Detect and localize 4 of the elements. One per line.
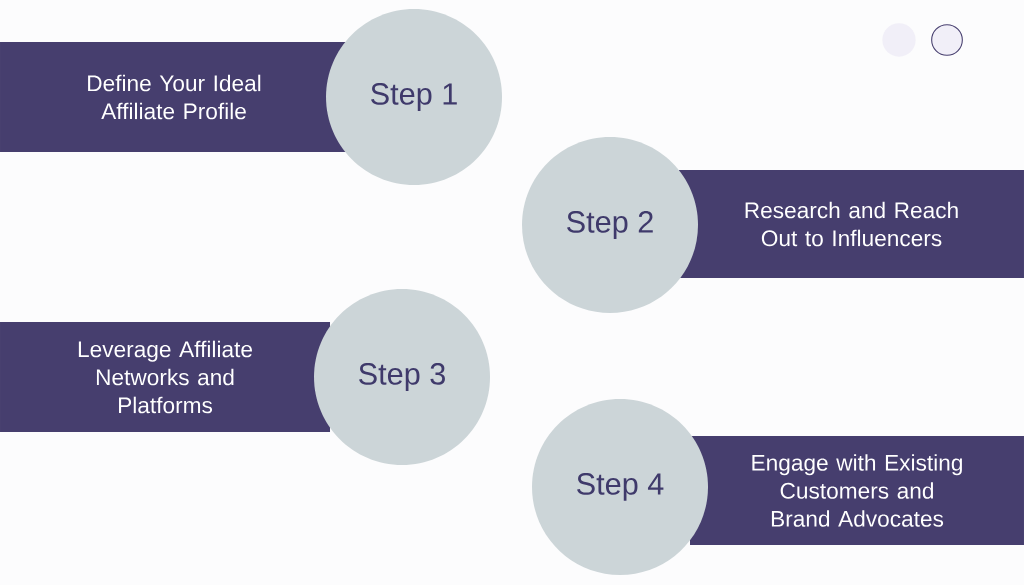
step-band: Define Your Ideal Affiliate Profile (0, 42, 348, 152)
step-band: Engage with Existing Customers and Brand Advocates (690, 436, 1024, 545)
step-band: Leverage Affiliate Networks and Platforms (0, 322, 330, 432)
step-band: Research and Reach Out to Influencers (679, 170, 1024, 278)
